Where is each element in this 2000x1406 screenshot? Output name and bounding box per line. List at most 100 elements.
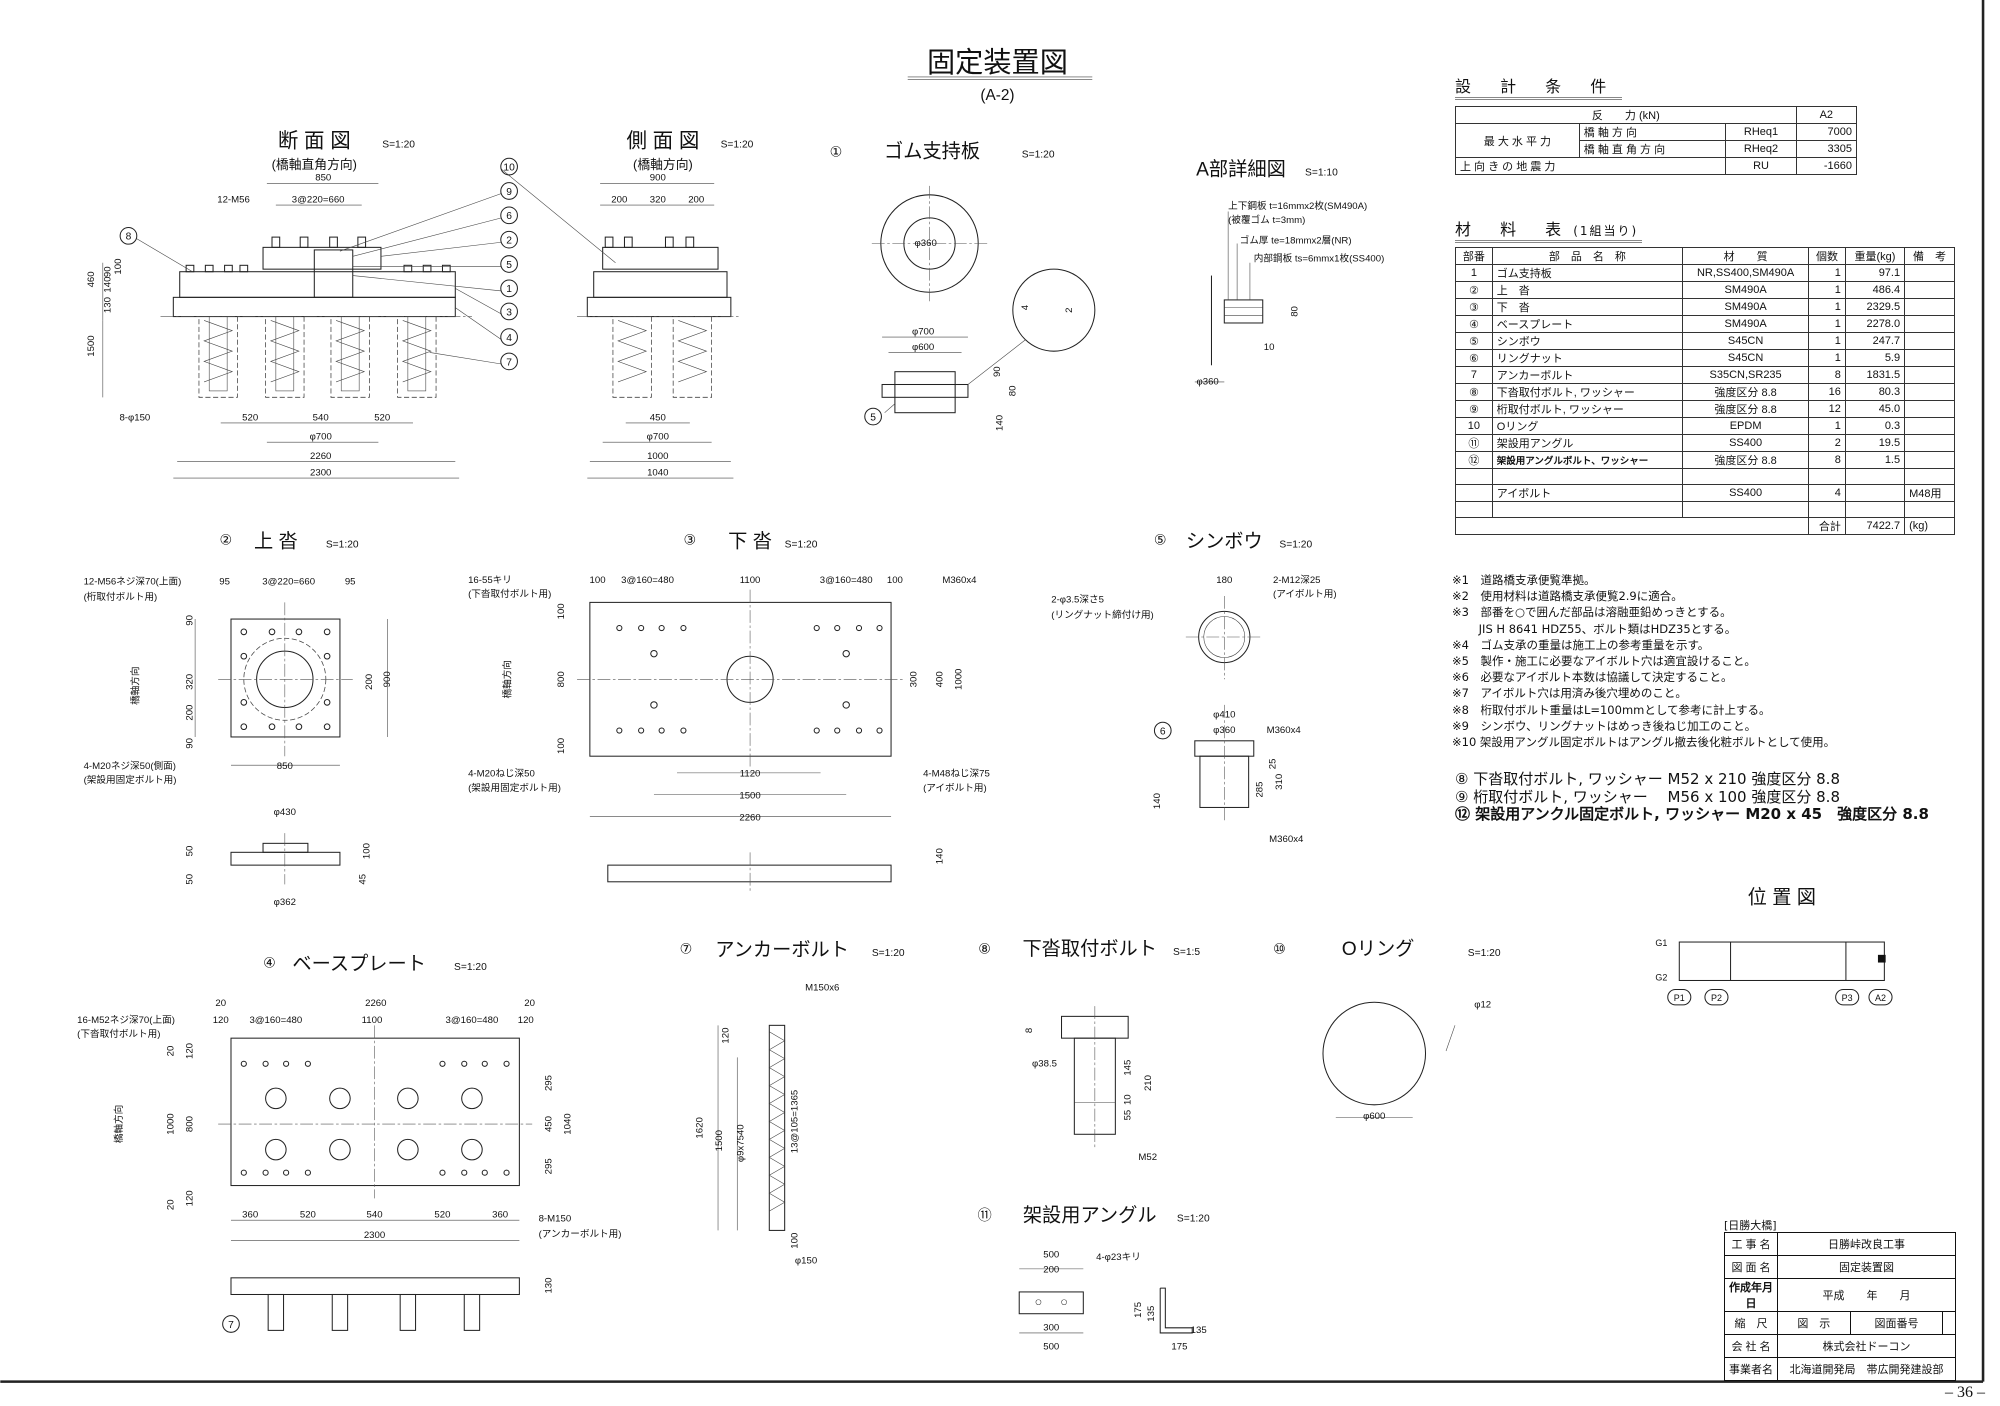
dimension-label: 850 bbox=[315, 173, 331, 184]
note-item: ※1 道路橋支承便覧準拠。 bbox=[1452, 573, 1596, 587]
table-cell: 16 bbox=[1808, 383, 1846, 401]
view-title: Oリング bbox=[1342, 938, 1415, 960]
dimension-label: 4-M20ねじ深50 bbox=[468, 769, 535, 780]
bolt-hole bbox=[638, 624, 645, 632]
dimension-label: 1040 bbox=[647, 468, 668, 479]
fixed-bearing-marker bbox=[1877, 954, 1886, 963]
bolt-hole bbox=[295, 723, 303, 731]
scale-label: S=1:20 bbox=[872, 948, 905, 959]
dimension-label: 50 bbox=[185, 846, 196, 857]
dimension-label: 200 bbox=[185, 705, 196, 721]
balloon-number: 7 bbox=[506, 357, 512, 368]
title-row: 縮 尺図 示図面番号 bbox=[1724, 1311, 1956, 1335]
dimension-label: 460 bbox=[86, 271, 97, 287]
bolt-hole bbox=[240, 652, 248, 660]
column-header: 重量(kg) bbox=[1844, 247, 1906, 265]
table-cell bbox=[1904, 501, 1955, 518]
dimension-label: 45 bbox=[358, 874, 369, 885]
location-point-label: P2 bbox=[1711, 993, 1722, 1003]
dimension-label: 400 bbox=[934, 671, 945, 687]
design-conditions-heading: 設 計 条 件 bbox=[1455, 73, 1623, 100]
dimension-label: 450 bbox=[543, 1116, 554, 1132]
table-cell: 1.5 bbox=[1844, 451, 1906, 469]
tb-label: 工 事 名 bbox=[1724, 1232, 1778, 1256]
dimension-label: M360x4 bbox=[1269, 834, 1304, 845]
bolt-drawing bbox=[1061, 1006, 1129, 1148]
part-balloon bbox=[500, 279, 518, 298]
balloon-number: 5 bbox=[870, 412, 876, 423]
dimension-label: 100 bbox=[556, 738, 567, 754]
location-point bbox=[1868, 988, 1893, 1006]
dimension-label: 520 bbox=[242, 412, 258, 423]
bolt-hole bbox=[240, 1169, 247, 1176]
table-cell: SS400 bbox=[1682, 434, 1810, 452]
shoe-bolt bbox=[239, 264, 249, 273]
table-cell: 2278.0 bbox=[1844, 315, 1906, 333]
dimension-label: 2 bbox=[1064, 307, 1075, 312]
table-cell: アンカーボルト bbox=[1491, 366, 1684, 384]
column-header: 部番 bbox=[1455, 247, 1493, 265]
lower-shoe-drawing bbox=[577, 589, 904, 891]
part-balloon bbox=[864, 407, 882, 426]
dimension-label: (架設用固定ボルト用) bbox=[84, 774, 177, 786]
table-row bbox=[1455, 468, 1955, 485]
materials-heading-note: (1組当り) bbox=[1573, 224, 1639, 238]
scale-label: S=1:20 bbox=[1468, 948, 1501, 959]
scale-label: S=1:20 bbox=[785, 539, 818, 550]
dimension-label: φ360 bbox=[1213, 725, 1235, 736]
table-cell bbox=[1904, 349, 1955, 367]
bolt-hole bbox=[439, 1060, 446, 1067]
dimension-label: 320 bbox=[650, 195, 666, 206]
anchor-hole bbox=[461, 1138, 483, 1161]
anchor-hole bbox=[329, 1087, 351, 1110]
view-title: (橋軸直角方向) bbox=[272, 157, 357, 172]
tb-value: 平成 年 月 bbox=[1777, 1278, 1956, 1312]
dimension-label: 130 bbox=[103, 297, 114, 313]
part-balloon bbox=[500, 328, 518, 346]
balloon-number: 3 bbox=[506, 307, 512, 318]
title-row: 事業者名北海道開発局 帯広開発建設部 bbox=[1724, 1357, 1956, 1381]
dimension-label: 3@160=480 bbox=[621, 575, 674, 586]
dimension-label: 800 bbox=[185, 1116, 196, 1132]
dimension-label: 1500 bbox=[86, 335, 97, 356]
dimension-label: φ600 bbox=[1363, 1111, 1385, 1122]
dimension-label: 800 bbox=[556, 671, 567, 687]
bolt-hole bbox=[834, 624, 841, 632]
girder-bolt bbox=[604, 236, 614, 248]
dimension-label: 100 bbox=[887, 575, 903, 586]
base-plate-drawing bbox=[218, 1025, 533, 1331]
scale-label: S=1:20 bbox=[382, 139, 415, 150]
table-cell: 7 bbox=[1455, 366, 1493, 384]
dimension-label: 520 bbox=[374, 412, 390, 423]
lower-shoe-shape bbox=[179, 271, 456, 298]
table-cell bbox=[1491, 501, 1684, 518]
bolt-hole bbox=[323, 699, 331, 706]
part-balloon bbox=[119, 226, 138, 245]
row-label: 橋 軸 直 角 方 向 bbox=[1578, 140, 1727, 158]
table-cell: 下沓取付ボルト, ワッシャー bbox=[1491, 383, 1684, 401]
location-point bbox=[1704, 988, 1729, 1006]
bolt-hole bbox=[262, 1169, 269, 1176]
table-cell: ⑫ bbox=[1455, 451, 1493, 469]
dimension-label: 450 bbox=[650, 412, 666, 423]
dimension-label: 310 bbox=[1274, 774, 1285, 790]
anchor-pocket bbox=[672, 316, 713, 398]
dimension-label: 175 bbox=[1133, 1302, 1144, 1318]
view-title: (橋軸方向) bbox=[633, 157, 693, 172]
bolt-hole bbox=[295, 628, 303, 636]
dimension-label: 520 bbox=[434, 1210, 450, 1221]
bolt-spec-item: ⑫ 架設用アンクル固定ボルト, ワッシャー M20 x 45 強度区分 8.8 bbox=[1455, 805, 1929, 823]
oring-drawing bbox=[1322, 1001, 1456, 1118]
dimension-label: ⑤ bbox=[1154, 532, 1167, 548]
dimension-label: 20 bbox=[524, 998, 535, 1009]
dimension-label: 16-55キリ bbox=[468, 575, 512, 586]
dimension-label: 20 bbox=[165, 1046, 176, 1057]
dimension-label: 300 bbox=[909, 671, 920, 687]
dimension-label: 10 bbox=[1264, 342, 1275, 353]
upper-shoe-drawing bbox=[194, 602, 388, 885]
